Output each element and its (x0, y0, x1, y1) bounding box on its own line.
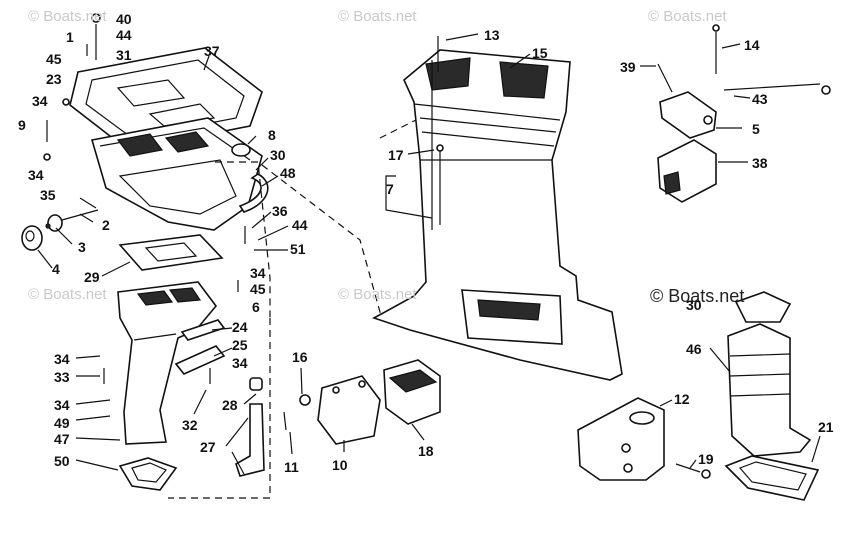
part-label-50: 50 (54, 453, 70, 469)
part-label-21: 21 (818, 419, 834, 435)
part-label-34: 34 (54, 397, 70, 413)
watermark: © Boats.net (338, 8, 417, 25)
part-label-11: 11 (284, 459, 299, 475)
part-label-8: 8 (268, 127, 276, 143)
watermark: © Boats.net (650, 286, 745, 306)
part-label-47: 47 (54, 431, 70, 447)
part-label-37: 37 (204, 43, 220, 59)
plates-24-25 (174, 319, 226, 375)
damper-18 (383, 359, 441, 425)
part-label-30: 30 (686, 297, 702, 313)
part-label-34: 34 (54, 351, 70, 367)
part-label-16: 16 (292, 349, 308, 365)
part-label-45: 45 (250, 281, 266, 297)
part-label-34: 34 (32, 93, 48, 109)
part-label-3: 3 (78, 239, 86, 255)
part-label-35: 35 (40, 187, 56, 203)
part-label-18: 18 (418, 443, 434, 459)
part-label-34: 34 (250, 265, 266, 281)
cover-plate-29 (118, 234, 224, 271)
gasket-21 (724, 455, 820, 501)
part-label-15: 15 (532, 45, 548, 61)
watermark: © Boats.net (648, 8, 727, 25)
gasket-50 (118, 457, 178, 491)
part-label-6: 6 (252, 299, 260, 315)
part-label-19: 19 (698, 451, 714, 467)
part-label-13: 13 (484, 27, 500, 43)
part-label-10: 10 (332, 457, 348, 473)
bushing-4-3 (21, 209, 99, 251)
part-label-48: 48 (280, 165, 296, 181)
part-label-44: 44 (116, 27, 132, 43)
part-label-33: 33 (54, 369, 70, 385)
grommet-8 (231, 143, 251, 157)
part-label-23: 23 (46, 71, 62, 87)
part-label-46: 46 (686, 341, 702, 357)
bracket-5 (659, 91, 717, 139)
part-label-27: 27 (200, 439, 216, 455)
watermark: © Boats.net (28, 8, 107, 25)
part-label-29: 29 (84, 269, 100, 285)
part-label-17: 17 (388, 147, 404, 163)
exhaust-tube-46 (727, 323, 812, 457)
stud-13-17 (436, 36, 444, 225)
part-label-14: 14 (744, 37, 760, 53)
exhaust-housing-47 (117, 281, 218, 445)
part-label-49: 49 (54, 415, 70, 431)
part-label-32: 32 (182, 417, 198, 433)
watermark: © Boats.net (28, 286, 107, 303)
part-label-34: 34 (232, 355, 248, 371)
part-label-28: 28 (222, 397, 238, 413)
bolts-left (43, 13, 311, 431)
part-label-34: 34 (28, 167, 44, 183)
part-label-4: 4 (52, 261, 60, 277)
hoses-27-28 (235, 377, 265, 477)
exhaust-housing-main (372, 49, 623, 381)
part-label-24: 24 (232, 319, 248, 335)
module-38 (657, 139, 717, 203)
part-label-25: 25 (232, 337, 248, 353)
part-label-43: 43 (752, 91, 768, 107)
spacer-12 (577, 397, 665, 481)
watermark: © Boats.net (338, 286, 417, 303)
part-label-40: 40 (116, 11, 132, 27)
part-label-45: 45 (46, 51, 62, 67)
part-label-7: 7 (386, 181, 394, 197)
part-label-9: 9 (18, 117, 26, 133)
part-label-39: 39 (620, 59, 636, 75)
part-label-5: 5 (752, 121, 760, 137)
part-label-12: 12 (674, 391, 690, 407)
part-label-38: 38 (752, 155, 768, 171)
part-label-1: 1 (66, 29, 74, 45)
part-label-44: 44 (292, 217, 308, 233)
part-label-2: 2 (102, 217, 110, 233)
part-label-30: 30 (270, 147, 286, 163)
adapter-plate (90, 117, 263, 231)
part-label-31: 31 (116, 47, 132, 63)
gasket-30-right (734, 291, 792, 323)
dashed-guide-lines (168, 117, 421, 499)
bolts-right (657, 24, 831, 95)
leader-lines (37, 33, 821, 475)
bolt-19 (675, 463, 711, 479)
part-label-51: 51 (290, 241, 306, 257)
part-label-36: 36 (272, 203, 288, 219)
cover-10 (317, 375, 381, 445)
